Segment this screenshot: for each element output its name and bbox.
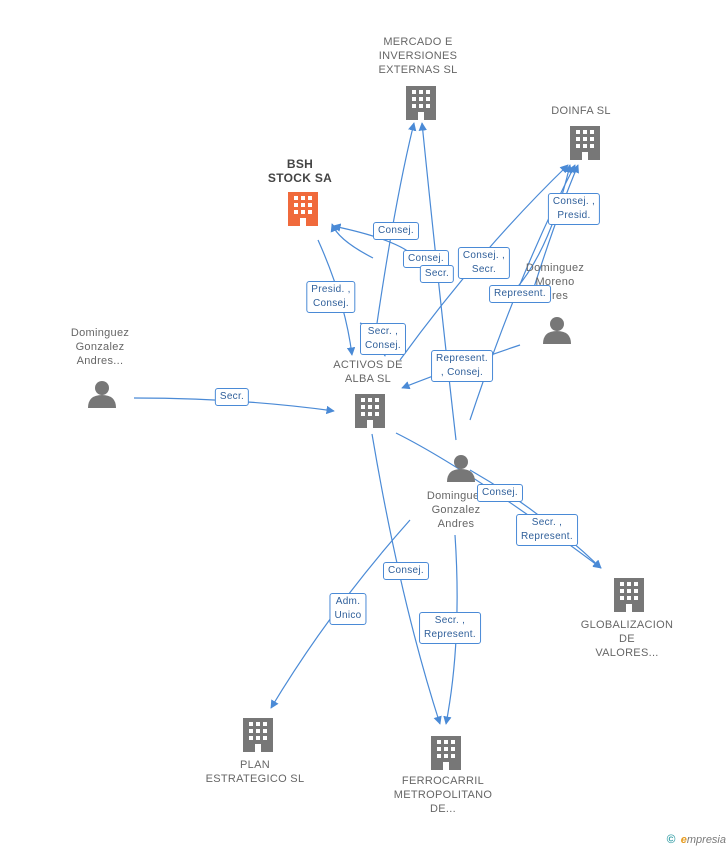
building-icon-mercado[interactable]	[406, 86, 436, 120]
node-label-line: Gonzalez	[75, 341, 125, 353]
edge-label-line: Adm.	[335, 596, 361, 607]
building-icon-globalizacion[interactable]	[614, 578, 644, 612]
node-label-line: GLOBALIZACION	[580, 619, 674, 631]
node-label-plan[interactable]: PLAN ESTRATEGICO SL	[206, 758, 305, 786]
person-icon-dominguez-gonzalez-center[interactable]	[447, 455, 475, 482]
node-icons	[88, 86, 644, 770]
edge-label-line: Secr. ,	[531, 517, 563, 528]
node-label-line: METROPOLITANO	[393, 789, 493, 801]
edge-label-l15[interactable]: Secr. , Represent.	[419, 612, 481, 644]
node-label-line: FERROCARRIL	[401, 775, 485, 787]
node-label-line: ALBA SL	[344, 373, 392, 385]
edge-label-line: Consej.	[312, 298, 350, 309]
edge-label-l6[interactable]: Represent.	[489, 285, 551, 303]
edge-label-line: Consej.	[364, 340, 402, 351]
node-label-line: EXTERNAS SL	[378, 64, 458, 76]
edge-label-l2[interactable]: Consej. , Presid.	[547, 193, 601, 225]
edge-label-l5[interactable]: Consej. , Secr.	[457, 247, 511, 279]
node-label-line: BSH	[286, 157, 314, 171]
relation-edge-3	[375, 122, 417, 331]
edge-label-line: Consej.	[481, 487, 519, 498]
building-icon-activos[interactable]	[355, 394, 385, 428]
relation-edge-4	[418, 122, 457, 441]
edge-label-line: , Consej.	[440, 367, 484, 378]
node-label-mercado[interactable]: MERCADO E INVERSIONES EXTERNAS SL	[378, 35, 457, 77]
building-icon-doinfa[interactable]	[570, 126, 600, 160]
edge-label-line: Represent.	[436, 353, 488, 364]
node-label-line: Andres...	[76, 355, 124, 367]
edge-label-l12[interactable]: Secr. , Represent.	[516, 514, 578, 546]
node-label-line: DE...	[430, 803, 456, 815]
edge-label-line: Represent.	[424, 629, 476, 640]
node-label-line: Dominguez	[70, 327, 130, 339]
edge-label-line: Represent.	[521, 531, 573, 542]
edge-label-line: Secr. ,	[367, 326, 399, 337]
edge-label-line: Secr.	[471, 264, 497, 275]
node-label-line: DE	[619, 633, 635, 645]
edge-label-line: Presid. ,	[311, 284, 351, 295]
relation-edge-1	[330, 223, 374, 259]
relation-edge-10	[514, 164, 573, 291]
person-icon-dominguez-moreno[interactable]	[543, 317, 571, 344]
node-label-globalizacion[interactable]: GLOBALIZACION DE VALORES...	[581, 618, 674, 660]
node-label-line: MERCADO E	[383, 36, 453, 48]
node-label-line: PLAN	[240, 759, 270, 771]
edge-label-line: Secr. ,	[434, 615, 466, 626]
edge-label-line: Secr.	[219, 391, 245, 402]
edge-label-line: Consej. ,	[462, 250, 506, 261]
edge-label-l1[interactable]: Consej.	[372, 222, 420, 240]
node-label-line: INVERSIONES	[378, 50, 458, 62]
copyright-icon: ©	[666, 832, 676, 846]
brand-logo: empresia	[680, 834, 726, 846]
edge-label-l10[interactable]: Secr.	[214, 388, 250, 406]
node-label-line: Dominguez	[426, 490, 486, 502]
edge-label-line: Consej.	[387, 565, 425, 576]
edge-label-l4[interactable]: Secr.	[419, 265, 455, 283]
relation-edge-9	[529, 164, 579, 301]
node-label-line: DOINFA SL	[551, 105, 611, 117]
edge-label-line: Consej. ,	[552, 196, 596, 207]
edge-label-l13[interactable]: Consej.	[382, 562, 430, 580]
relation-edge-8	[469, 164, 576, 421]
node-label-line: Gonzalez	[431, 504, 481, 516]
node-label-line: ACTIVOS DE	[333, 359, 403, 371]
edge-label-line: Unico	[334, 610, 362, 621]
node-label-activos[interactable]: ACTIVOS DE ALBA SL	[333, 358, 403, 386]
edge-label-line: Presid.	[557, 210, 591, 221]
edge-label-line: Secr.	[424, 268, 450, 279]
person-icon-dominguez-gonzalez-left[interactable]	[88, 381, 116, 408]
edge-label-l8[interactable]: Secr. , Consej.	[359, 323, 407, 355]
edge-label-l11[interactable]: Consej.	[476, 484, 524, 502]
edge-label-l14[interactable]: Adm. Unico	[329, 593, 367, 625]
edge-label-line: Represent.	[494, 288, 546, 299]
edge-label-line: Consej.	[377, 225, 415, 236]
node-label-line: STOCK SA	[267, 171, 333, 185]
edge-label-line: Consej.	[407, 253, 445, 264]
footer-brand: © empresia	[667, 832, 726, 846]
node-label-line: Dominguez	[525, 262, 585, 274]
node-label-line: VALORES...	[595, 647, 659, 659]
edge-label-l7[interactable]: Presid. , Consej.	[306, 281, 356, 313]
building-icon-ferrocarril[interactable]	[431, 736, 461, 770]
node-label-doinfa[interactable]: DOINFA SL	[551, 104, 611, 118]
node-label-ferrocarril[interactable]: FERROCARRIL METROPOLITANO DE...	[394, 774, 492, 816]
building-icon-bsh[interactable]	[288, 192, 318, 226]
relation-edge-15	[371, 433, 442, 725]
node-label-line: ESTRATEGICO SL	[205, 773, 305, 785]
building-icon-plan[interactable]	[243, 718, 273, 752]
node-label-line: Andres	[437, 518, 475, 530]
edge-label-l9[interactable]: Represent. , Consej.	[431, 350, 493, 382]
